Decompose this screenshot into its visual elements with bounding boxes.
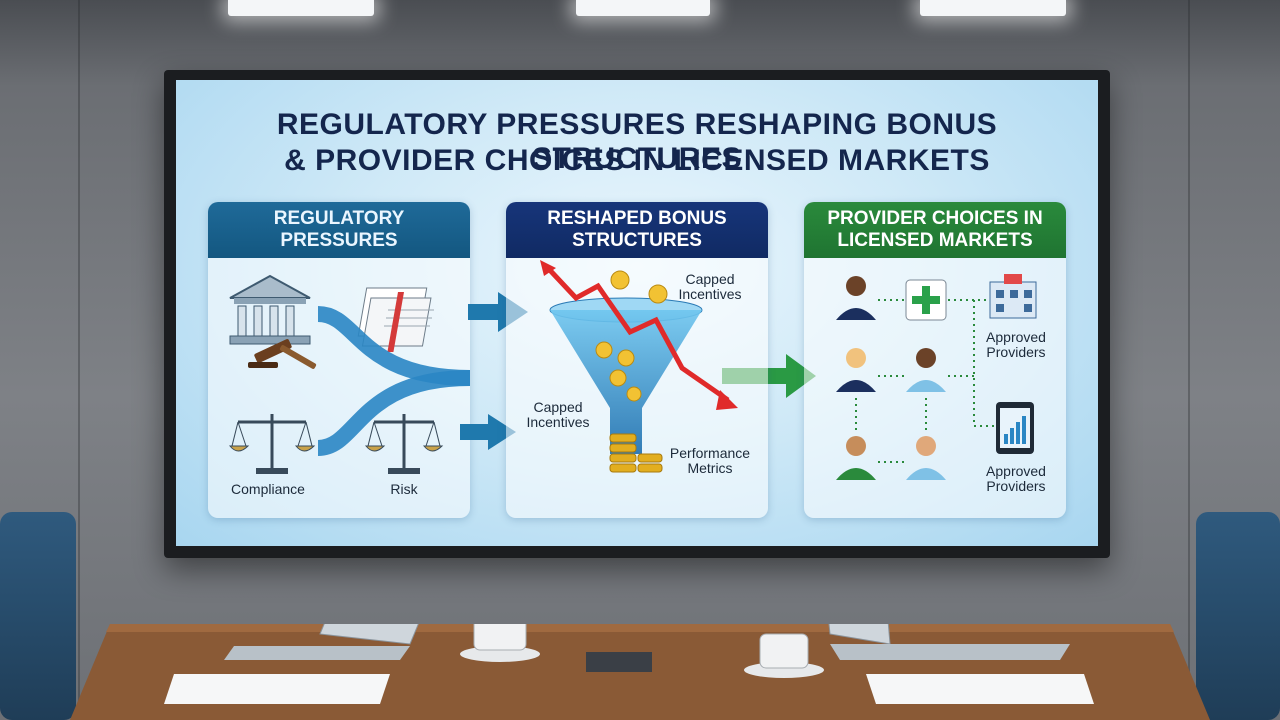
person-icon — [906, 436, 946, 480]
medical-cross-icon — [905, 279, 947, 321]
scales-icon — [228, 414, 316, 474]
tablet-chart-icon — [996, 402, 1034, 454]
bonus-illustration — [540, 260, 738, 473]
coffee-cup-icon — [460, 624, 540, 662]
person-icon — [836, 348, 876, 392]
report-document — [164, 674, 390, 704]
capped-incentives-label-left: Capped Incentives — [526, 399, 590, 430]
coin-icon — [595, 270, 668, 402]
regulatory-pressures-panel: REGULATORY PRESSURES — [208, 202, 470, 518]
provider-choices-panel: PROVIDER CHOICES IN LICENSED MARKETS — [804, 202, 1066, 518]
person-icon — [836, 276, 876, 320]
office-chair-right — [1196, 512, 1280, 720]
office-chair-left — [0, 512, 76, 720]
wall-seam — [1188, 0, 1190, 720]
coin-stack-icon — [609, 433, 663, 473]
connector-dots — [855, 299, 994, 463]
bonus-structures-heading: RESHAPED BONUS STRUCTURES — [506, 202, 768, 258]
conference-table — [70, 624, 1210, 720]
documents-icon — [357, 287, 434, 352]
slide-title-line2: & PROVIDER CHOICES IN LICENSED MARKETS — [284, 144, 990, 177]
regulatory-pressures-heading: REGULATORY PRESSURES — [208, 202, 470, 258]
slide: REGULATORY PRESSURES RESHAPING BONUS STR… — [176, 80, 1098, 546]
ceiling-light-right — [920, 0, 1066, 16]
table-connector-box — [586, 652, 652, 672]
laptop-right — [828, 624, 1070, 660]
person-icon — [836, 436, 876, 480]
bank-icon — [229, 274, 311, 345]
flow-arrow — [317, 370, 470, 456]
provider-choices-heading: PROVIDER CHOICES IN LICENSED MARKETS — [804, 202, 1066, 258]
laptop-left — [224, 624, 419, 660]
slide-title-line1: REGULATORY PRESSURES RESHAPING BONUS STR… — [276, 108, 998, 175]
regulatory-illustration — [228, 274, 470, 474]
presentation-display: REGULATORY PRESSURES RESHAPING BONUS STR… — [164, 70, 1110, 558]
person-icon — [906, 348, 946, 392]
risk-label: Risk — [390, 481, 418, 497]
approved-providers-label-bottom: Approved Providers — [986, 463, 1046, 494]
downward-trend-arrow — [544, 264, 730, 403]
coffee-cup-icon — [744, 633, 824, 678]
gavel-icon — [248, 339, 317, 369]
ceiling-light-center — [576, 0, 710, 16]
performance-metrics-label: Performance Metrics — [669, 445, 751, 476]
report-document — [866, 674, 1094, 704]
bonus-structures-panel: RESHAPED BONUS STRUCTURES — [506, 202, 768, 518]
approved-providers-label-top: Approved Providers — [986, 329, 1046, 360]
compliance-label: Compliance — [231, 481, 305, 497]
scales-icon — [364, 414, 444, 474]
ceiling-light-left — [228, 0, 374, 16]
provider-illustration — [836, 274, 1037, 480]
wall-seam — [78, 0, 80, 720]
hospital-icon — [989, 274, 1037, 319]
capped-incentives-label-top: Capped Incentives — [678, 271, 742, 302]
